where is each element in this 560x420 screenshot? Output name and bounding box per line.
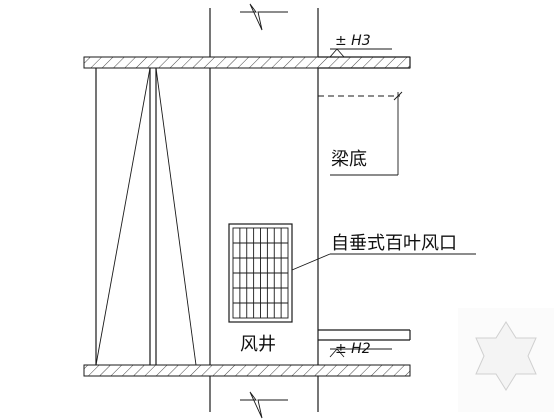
shaft-callout: 风井 [240, 334, 276, 355]
louver-grille [228, 223, 293, 323]
beam-outline [318, 56, 411, 175]
shaft-label: 风井 [240, 334, 276, 355]
elevation-marker-bottom: ± H2 [329, 341, 392, 358]
top-break-line [240, 3, 288, 31]
watermark-logo [458, 308, 554, 412]
beam-bottom-label: 梁底 [331, 149, 367, 170]
louver-label: 自垂式百叶风口 [331, 233, 457, 254]
beam-bottom-callout: 梁底 [330, 149, 398, 176]
door-elevation [95, 67, 197, 366]
louver-callout: 自垂式百叶风口 [291, 233, 476, 271]
bottom-floor-slab [83, 364, 411, 377]
shaft-walls [209, 8, 319, 412]
top-floor-slab [83, 56, 411, 69]
elevation-label-h2: ± H2 [335, 341, 371, 357]
lower-wall-ledge [318, 329, 411, 341]
bottom-break-line [240, 391, 288, 419]
elevation-label-h3: ± H3 [335, 33, 371, 49]
elevation-marker-top: ± H3 [329, 33, 392, 58]
